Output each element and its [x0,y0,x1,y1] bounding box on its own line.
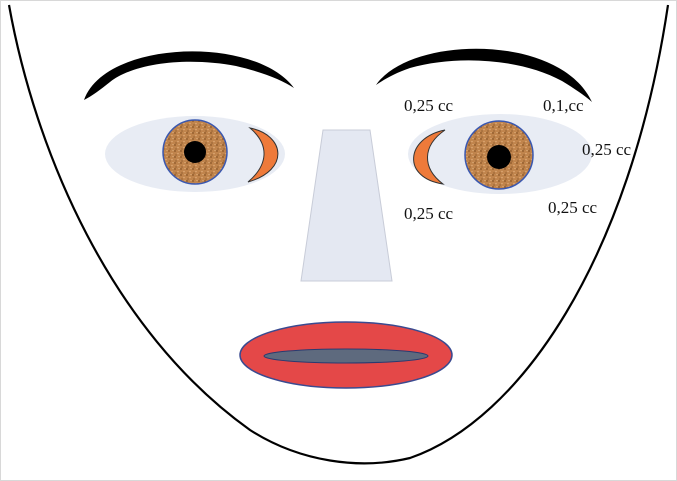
right-pupil [487,145,511,169]
dose-label-lateral: 0,25 cc [582,140,632,159]
lip-gap [264,349,428,363]
left-pupil [184,141,206,163]
dose-label-lower-inner: 0,25 cc [404,204,454,223]
dose-label-upper-inner: 0,25 cc [404,96,454,115]
dose-label-lower-outer: 0,25 cc [548,198,598,217]
dose-label-upper-outer: 0,1,cc [543,96,584,115]
